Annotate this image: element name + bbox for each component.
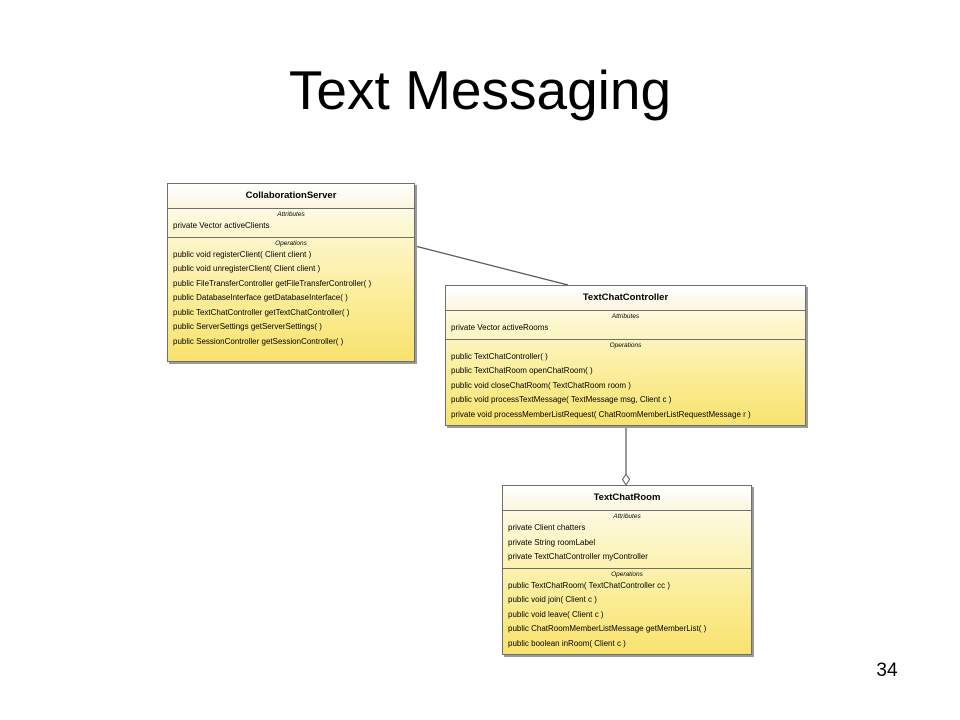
operation-item: public SessionController getSessionContr… (173, 336, 344, 346)
operation-item: public ServerSettings getServerSettings(… (173, 322, 322, 331)
attribute-item: private String roomLabel (508, 537, 596, 547)
attributes-section: Attributes private Vector activeClients (168, 209, 414, 237)
operation-item: public TextChatRoom openChatRoom( ) (451, 366, 593, 375)
operation-item: public FileTransferController getFileTra… (173, 278, 372, 288)
class-name: CollaborationServer (168, 184, 414, 209)
operation-item: public void registerClient( Client clien… (173, 249, 312, 259)
attributes-label: Attributes (611, 313, 640, 320)
uml-class-text-chat-room[interactable]: TextChatRoom Attributes private Client c… (502, 485, 752, 655)
operations-section: Operations public TextChatRoom( TextChat… (503, 567, 751, 655)
operation-item: public TextChatRoom( TextChatController … (508, 580, 670, 590)
class-name: TextChatRoom (503, 486, 751, 511)
operation-item: public void closeChatRoom( TextChatRoom … (451, 380, 631, 390)
uml-class-collaboration-server[interactable]: CollaborationServer Attributes private V… (167, 183, 415, 362)
attributes-section: Attributes private Vector activeRooms (446, 311, 805, 339)
attribute-item: private Client chatters (508, 523, 586, 532)
attributes-label: Attributes (277, 211, 305, 218)
attribute-item: private TextChatController myController (508, 552, 648, 561)
attribute-item: private Vector activeClients (173, 221, 270, 230)
operation-item: public TextChatController( ) (451, 351, 548, 361)
operation-item: public TextChatController getTextChatCon… (173, 307, 350, 317)
class-name: TextChatController (446, 286, 805, 311)
operation-item: public boolean inRoom( Client c ) (508, 638, 626, 648)
slide-title: Text Messaging (288, 59, 672, 121)
operation-item: public void leave( Client c ) (508, 609, 604, 619)
association-line (414, 245, 569, 286)
operations-label: Operations (609, 341, 642, 349)
uml-class-text-chat-controller[interactable]: TextChatController Attributes private Ve… (445, 285, 806, 426)
operation-item: public DatabaseInterface getDatabaseInte… (173, 293, 348, 302)
operation-item: public void unregisterClient( Client cli… (173, 264, 321, 273)
page-number: 34 (876, 660, 898, 681)
attributes-section: Attributes private Client chatters priva… (503, 511, 751, 568)
operation-item: public void join( Client c ) (508, 595, 597, 604)
attributes-label: Attributes (613, 513, 641, 520)
operation-item: private void processMemberListRequest( C… (451, 409, 751, 419)
operations-label: Operations (611, 570, 643, 578)
operations-label: Operations (275, 239, 307, 247)
operation-item: public void processTextMessage( TextMess… (451, 395, 672, 404)
operation-item: public ChatRoomMemberListMessage getMemb… (508, 624, 707, 633)
operations-section: Operations public TextChatController( ) … (446, 338, 805, 426)
attribute-item: private Vector activeRooms (451, 323, 549, 332)
operations-section: Operations public void registerClient( C… (168, 236, 414, 353)
aggregation-diamond (621, 473, 631, 486)
